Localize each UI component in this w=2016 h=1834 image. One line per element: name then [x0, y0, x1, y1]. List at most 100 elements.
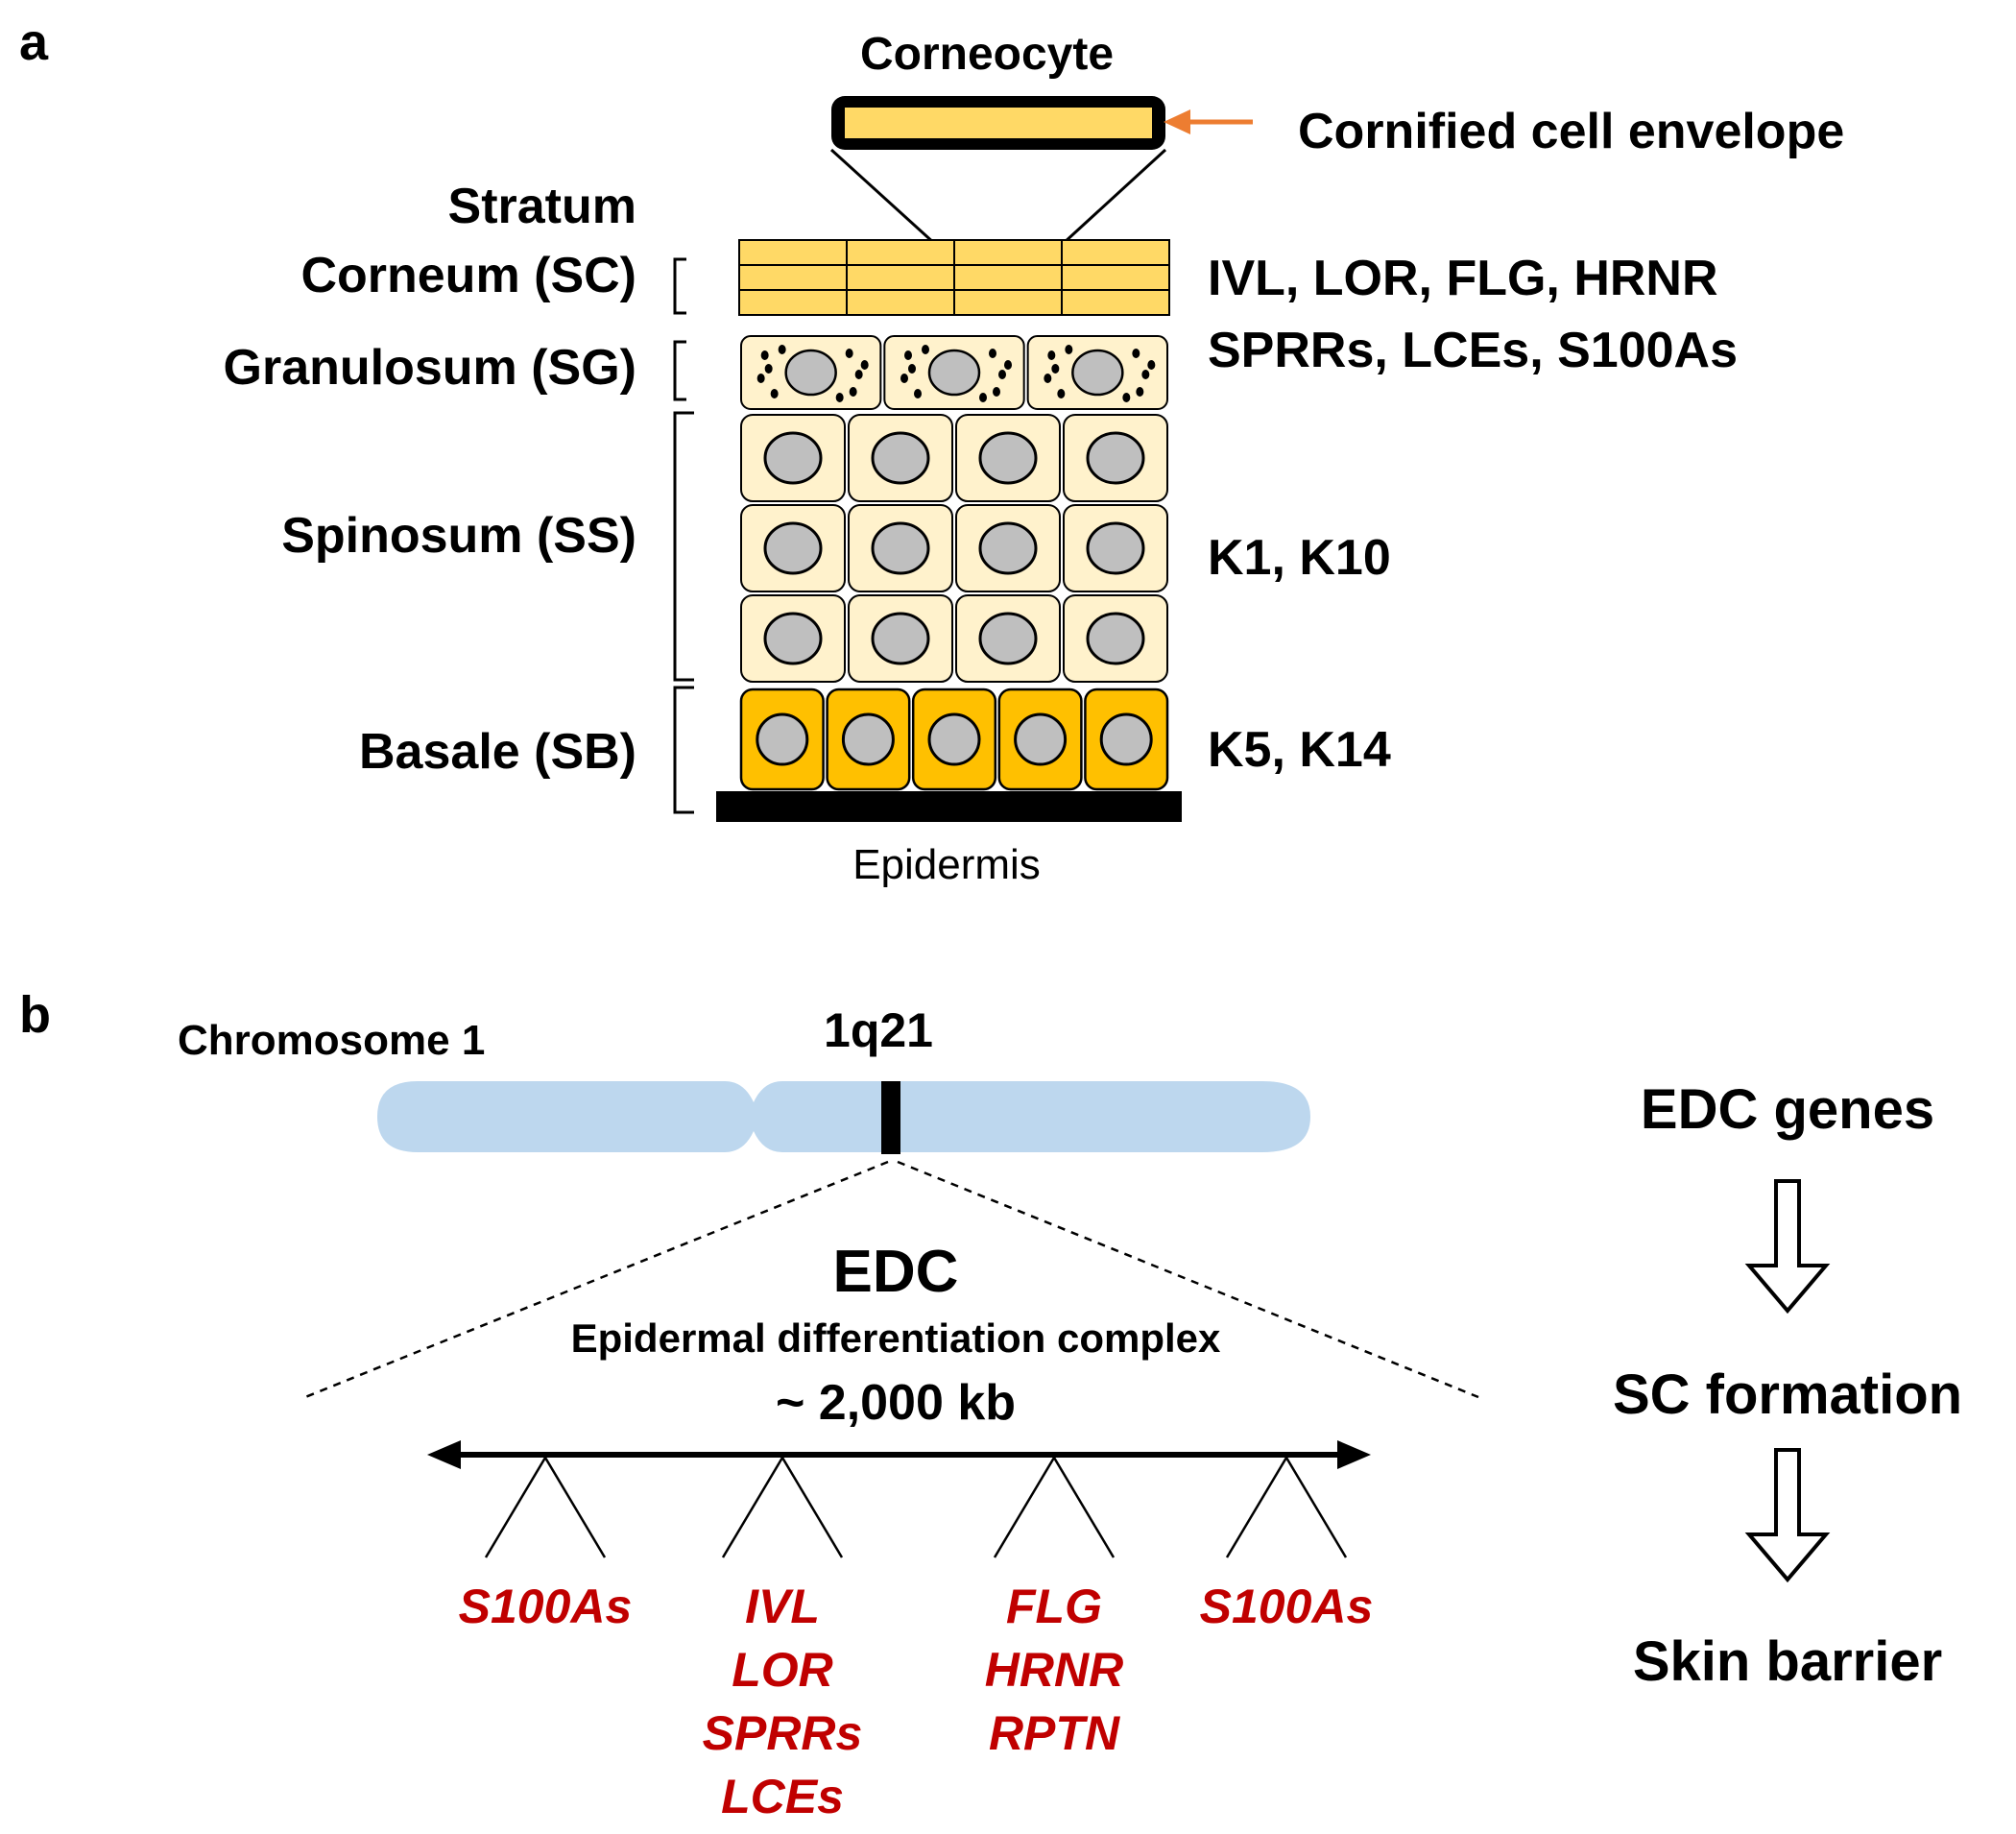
- stratum-basale-cells: [739, 688, 1169, 791]
- gene-group-connector-left: [993, 1457, 1056, 1558]
- bracket-basale: [673, 686, 694, 814]
- spinosum-markers: K1, K10: [1208, 530, 1391, 586]
- gene-group-connector-left: [1225, 1457, 1288, 1558]
- corneocyte-title: Corneocyte: [860, 29, 1114, 80]
- keratohyalin-granule: [835, 393, 844, 402]
- gene-label: LOR: [732, 1643, 833, 1697]
- spinosum-nucleus: [1086, 431, 1145, 485]
- flow-step-2: SC formation: [1613, 1363, 1962, 1426]
- gene-group: S100As: [1200, 1457, 1374, 1633]
- spinosum-nucleus: [763, 431, 823, 485]
- flow-step-1: EDC genes: [1641, 1078, 1934, 1141]
- spinosum-label: Spinosum (SS): [281, 508, 636, 564]
- basale-nucleus: [927, 712, 981, 766]
- gene-label: S100As: [1200, 1580, 1374, 1633]
- panel-a-label: a: [19, 13, 49, 71]
- granulosum-nucleus: [1071, 349, 1124, 397]
- corneum-cell: [846, 264, 955, 291]
- granulosum-nucleus: [927, 349, 981, 397]
- corneum-cell: [846, 289, 955, 316]
- keratohyalin-granule: [1057, 389, 1066, 398]
- spinosum-nucleus: [871, 612, 930, 665]
- basement-membrane: [716, 791, 1182, 822]
- gene-label: IVL: [745, 1580, 820, 1633]
- corneum-cell: [738, 289, 848, 316]
- edc-span-arrow-left: [427, 1440, 461, 1469]
- keratohyalin-granule: [989, 349, 996, 358]
- corneum-cell: [738, 239, 848, 266]
- keratohyalin-granule: [778, 345, 786, 354]
- keratohyalin-granule: [764, 364, 773, 374]
- zoom-line-left: [829, 148, 948, 255]
- keratohyalin-granule: [845, 349, 853, 358]
- corneum-label: Corneum (SC): [300, 248, 636, 303]
- spinosum-nucleus: [763, 521, 823, 575]
- spinosum-nucleus: [871, 431, 930, 485]
- locus-1q21-band: [881, 1081, 900, 1154]
- corneum-cell: [953, 289, 1063, 316]
- corneum-cell: [953, 264, 1063, 291]
- keratohyalin-granule: [756, 374, 765, 383]
- keratohyalin-granule: [1051, 364, 1060, 374]
- keratohyalin-granule: [1004, 360, 1012, 370]
- envelope-arrow-head: [1164, 109, 1190, 134]
- panel-b: b Chromosome 1 1q21 EDC Epidermal differ…: [19, 986, 1962, 1823]
- edc-title: EDC: [833, 1239, 959, 1305]
- edc-subtitle: Epidermal differentiation complex: [571, 1315, 1221, 1361]
- corneum-cell: [953, 239, 1063, 266]
- keratohyalin-granule: [922, 345, 929, 354]
- gene-label: SPRRs: [703, 1706, 863, 1760]
- locus-label: 1q21: [824, 1003, 933, 1057]
- corneum-cell: [846, 239, 955, 266]
- epidermis-label: Epidermis: [852, 841, 1041, 888]
- spinosum-nucleus: [1086, 612, 1145, 665]
- gene-group: S100As: [459, 1457, 632, 1633]
- gene-group-connector-left: [721, 1457, 784, 1558]
- basale-label: Basale (SB): [359, 724, 636, 780]
- keratohyalin-granule: [760, 350, 769, 360]
- keratohyalin-granule: [849, 387, 857, 397]
- keratohyalin-granule: [1132, 349, 1140, 358]
- spinosum-nucleus: [978, 612, 1038, 665]
- chromosome-label: Chromosome 1: [178, 1017, 485, 1064]
- spinosum-nucleus: [871, 521, 930, 575]
- gene-group-connector-right: [1052, 1457, 1116, 1558]
- basale-nucleus: [1014, 712, 1068, 766]
- keratohyalin-granule: [1047, 350, 1056, 360]
- basale-nucleus: [841, 712, 895, 766]
- stratum-spinosum-cells: [740, 414, 1168, 683]
- keratohyalin-granule: [860, 360, 869, 370]
- edc-zoom-line-right: [897, 1160, 1479, 1399]
- stratum-heading: Stratum: [448, 179, 636, 234]
- gene-group-connector-right: [543, 1457, 607, 1558]
- spinosum-nucleus: [978, 431, 1038, 485]
- edc-span-arrow-right: [1337, 1440, 1371, 1469]
- spinosum-nucleus: [1086, 521, 1145, 575]
- corneum-cell: [1061, 289, 1170, 316]
- bracket-spinosum: [673, 411, 694, 682]
- gene-label: LCEs: [721, 1770, 844, 1823]
- panel-b-label: b: [19, 986, 51, 1044]
- flow-arrow-1: [1744, 1179, 1831, 1315]
- keratohyalin-granule: [770, 389, 779, 398]
- chromosome-1: [377, 1081, 1310, 1152]
- flow-step-3: Skin barrier: [1633, 1630, 1942, 1693]
- keratohyalin-granule: [1136, 387, 1144, 397]
- keratohyalin-granule: [900, 374, 908, 383]
- gene-group-connector-left: [484, 1457, 547, 1558]
- corneocyte-inner: [845, 108, 1152, 138]
- gene-group-connector-right: [780, 1457, 844, 1558]
- granulosum-nucleus: [784, 349, 837, 397]
- keratohyalin-granule: [1147, 360, 1156, 370]
- zoom-line-right: [1050, 148, 1167, 255]
- spinosum-nucleus: [763, 612, 823, 665]
- keratohyalin-granule: [914, 389, 922, 398]
- keratohyalin-granule: [908, 364, 916, 374]
- keratohyalin-granule: [979, 393, 987, 402]
- envelope-label: Cornified cell envelope: [1298, 104, 1844, 159]
- keratohyalin-granule: [904, 350, 912, 360]
